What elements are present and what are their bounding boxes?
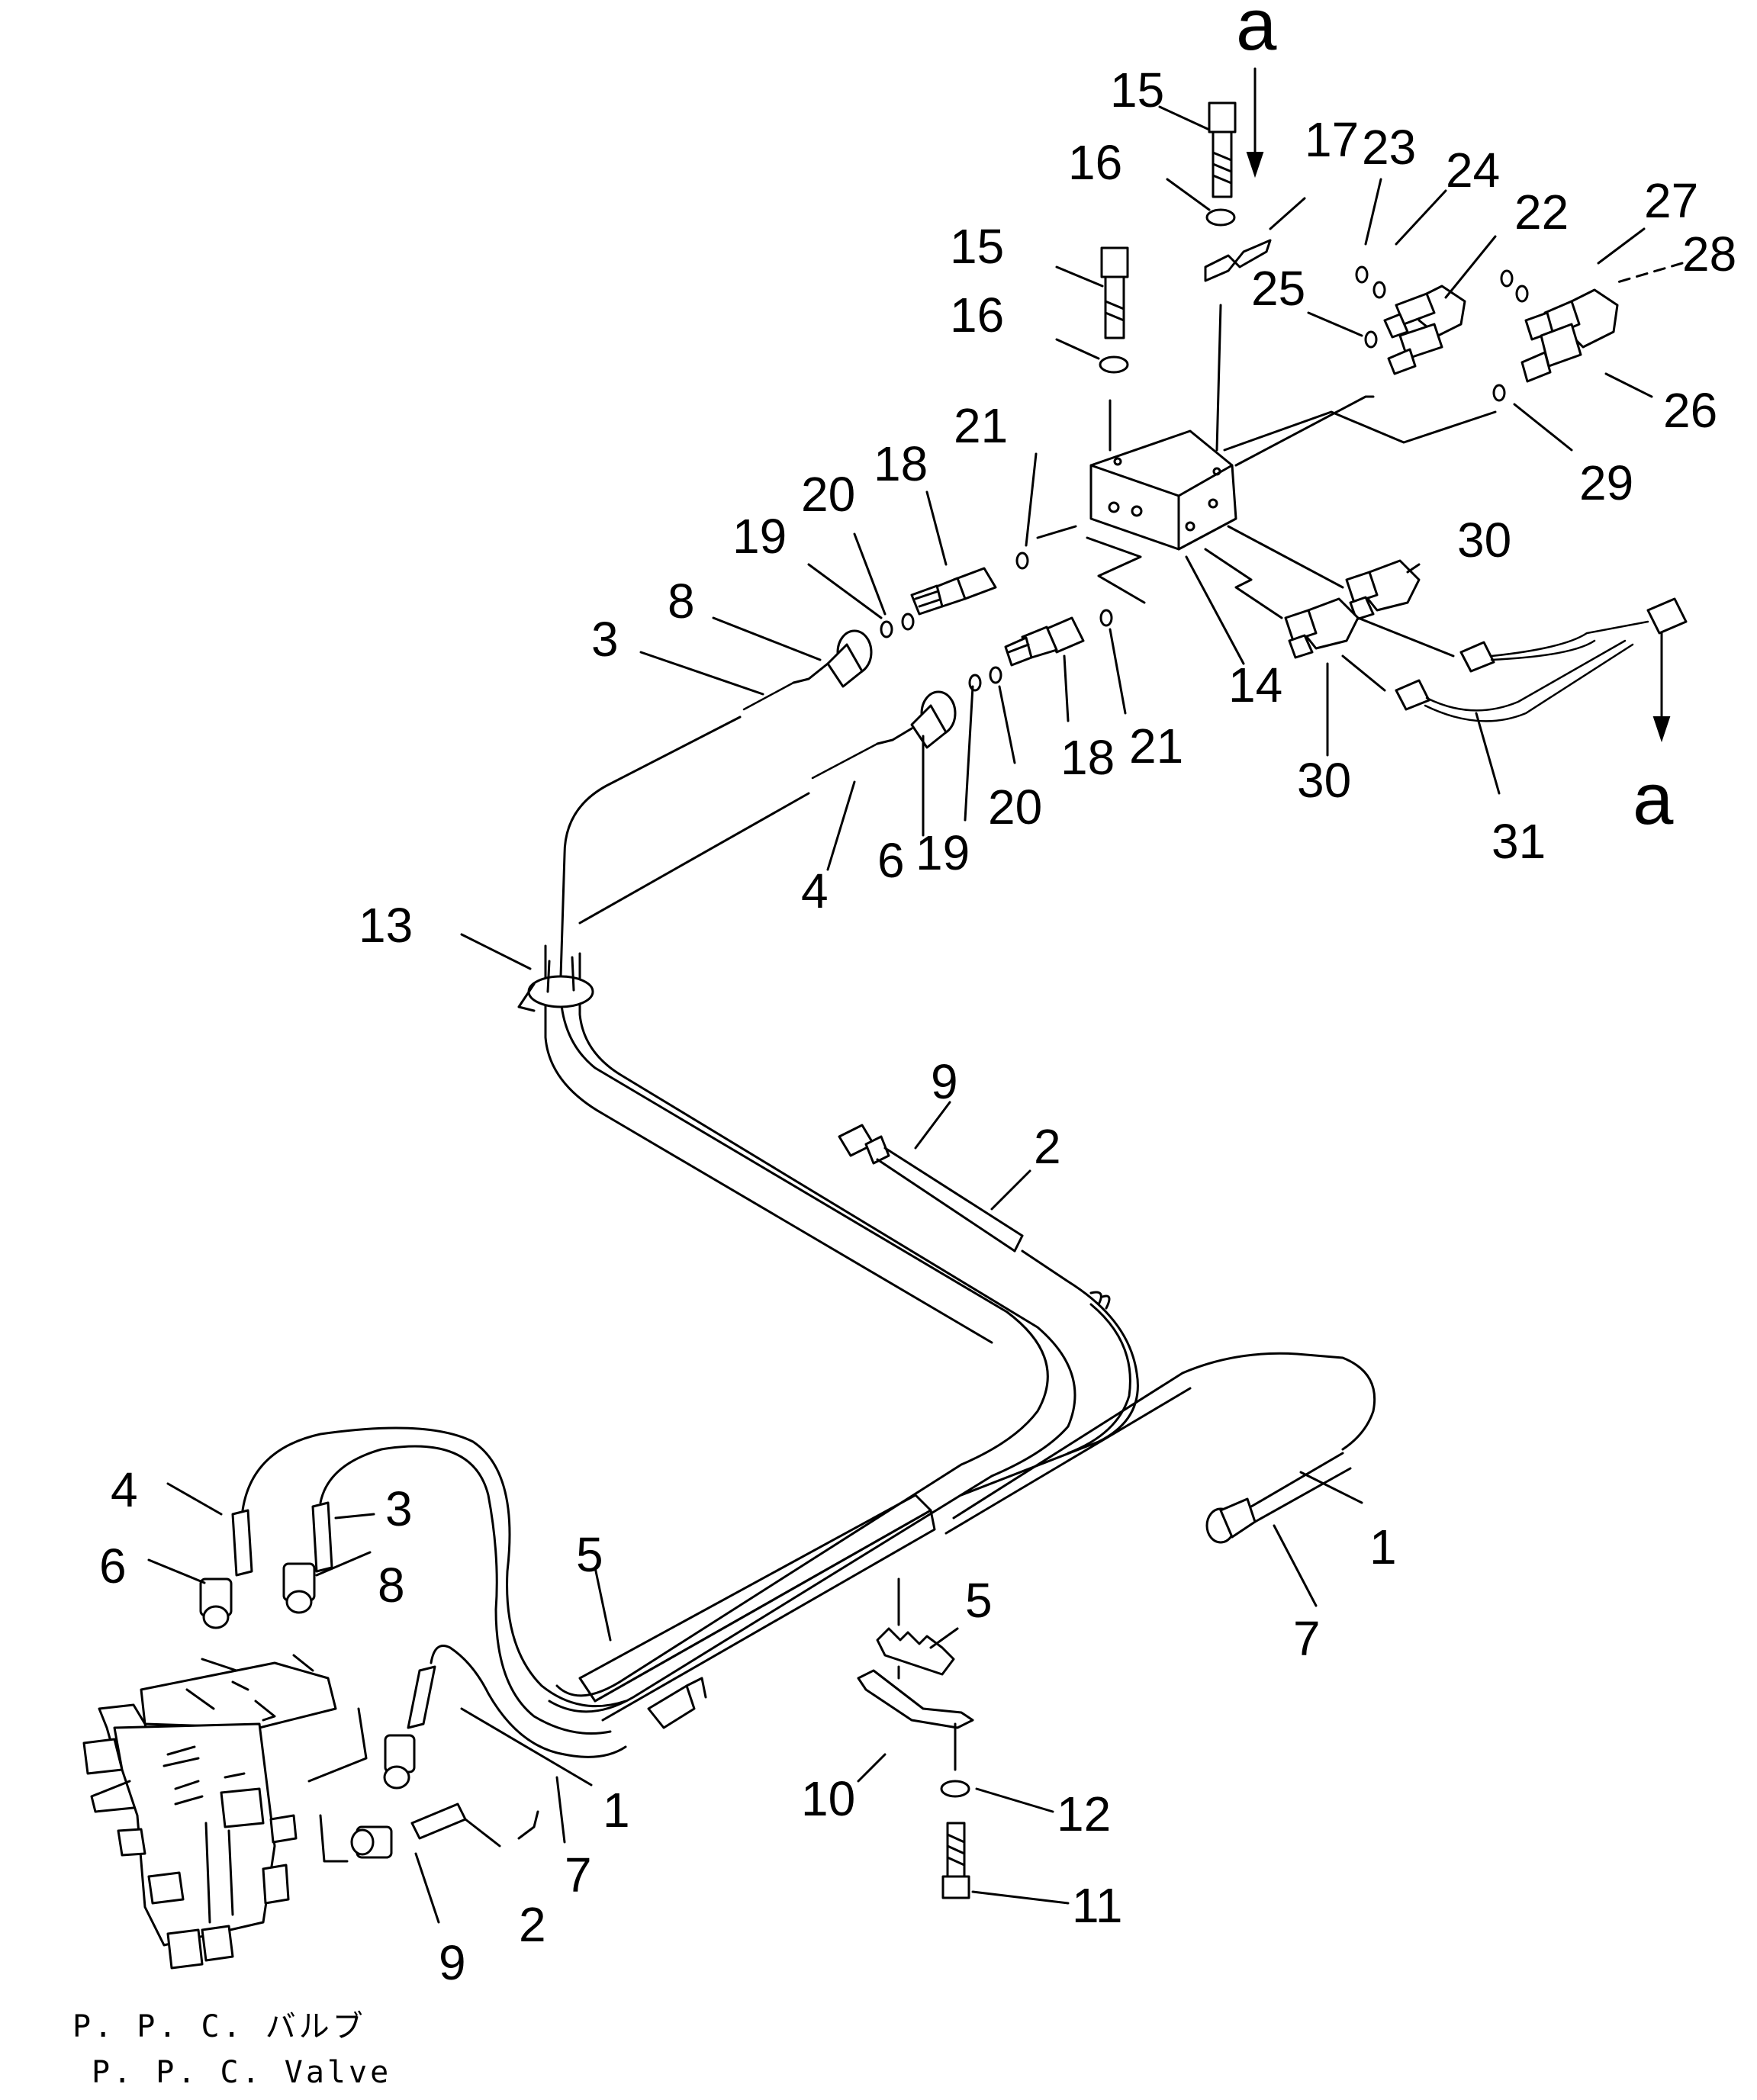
callout-22: 22 xyxy=(1514,185,1569,240)
wire-harness-31 xyxy=(1341,597,1688,722)
hose-4-upper xyxy=(578,792,810,925)
bolt-15-upper xyxy=(1205,101,1237,227)
clamp-rail-b xyxy=(594,1509,936,1722)
switch-30-right xyxy=(1345,559,1421,621)
caption-english: P. P. C. Valve xyxy=(92,2055,391,2090)
washer-16-lower xyxy=(1099,355,1129,374)
hose-2-mid xyxy=(1067,1303,1131,1455)
reference-letter-a-top: a xyxy=(1236,0,1277,66)
hose-2-upper xyxy=(960,1249,1139,1497)
reference-letter-a-right: a xyxy=(1633,758,1674,840)
callout-20: 20 xyxy=(801,467,855,522)
hose-4-long xyxy=(544,944,993,1344)
callout-16: 16 xyxy=(1068,135,1122,190)
clamp-5-right xyxy=(876,1627,955,1676)
callout-15: 15 xyxy=(950,219,1004,274)
callout-5: 5 xyxy=(965,1573,993,1628)
valve-caption: P. P. C. バルブ P. P. C. Valve xyxy=(72,2009,391,2090)
callout-28: 28 xyxy=(1682,227,1736,281)
callout-8: 8 xyxy=(378,1558,405,1613)
hose-1-lower xyxy=(430,1645,627,1758)
callout-5: 5 xyxy=(576,1527,603,1582)
lower-left xyxy=(82,1501,539,1970)
bracket-under-rail xyxy=(647,1677,707,1729)
callout-20: 20 xyxy=(988,780,1042,835)
callout-6: 6 xyxy=(99,1539,127,1593)
fitting-18-upper xyxy=(910,567,997,616)
washer-12 xyxy=(940,1780,970,1798)
callout-2: 2 xyxy=(519,1897,546,1952)
callout-30: 30 xyxy=(1297,753,1351,808)
callout-23: 23 xyxy=(1362,120,1416,175)
callout-15: 15 xyxy=(1110,63,1164,117)
fitting-18-lower xyxy=(1004,616,1085,667)
callout-21: 21 xyxy=(954,398,1008,453)
hose-3-lower xyxy=(319,1445,612,1735)
nut-7-right xyxy=(1205,1452,1352,1544)
callout-3: 3 xyxy=(591,612,619,667)
callout-10: 10 xyxy=(801,1771,855,1826)
callout-31: 31 xyxy=(1492,814,1546,869)
callout-9: 9 xyxy=(931,1054,958,1109)
callout-11: 11 xyxy=(1072,1878,1122,1933)
bolt-11 xyxy=(941,1822,970,1899)
clamp-rail xyxy=(578,1494,932,1703)
callout-19: 19 xyxy=(916,825,970,880)
upper-fittings xyxy=(742,67,1688,780)
switch-30-left xyxy=(1284,597,1360,659)
callout-3: 3 xyxy=(385,1481,413,1536)
hose-1-loop-b xyxy=(944,1387,1192,1535)
nut-8-upper xyxy=(792,629,873,688)
callout-18: 18 xyxy=(1060,730,1115,785)
callout-14: 14 xyxy=(1228,658,1282,712)
bracket-10 xyxy=(857,1669,974,1729)
callout-26: 26 xyxy=(1663,383,1717,438)
callout-18: 18 xyxy=(874,436,928,491)
callout-27: 27 xyxy=(1644,173,1698,228)
ppc-valve xyxy=(82,1661,337,1970)
hose-3-upper xyxy=(555,716,1049,1697)
bracket-17 xyxy=(1204,239,1272,282)
callout-labels: a a 15 16 17 23 24 22 27 28 15 16 25 26 … xyxy=(99,0,1736,1990)
callout-17: 17 xyxy=(1305,112,1359,167)
callout-1: 1 xyxy=(603,1783,630,1838)
elbow-22 xyxy=(1383,285,1466,375)
callout-25: 25 xyxy=(1251,261,1305,316)
callout-1: 1 xyxy=(1369,1520,1397,1574)
callout-8: 8 xyxy=(668,574,695,629)
callout-19: 19 xyxy=(732,509,787,564)
callout-7: 7 xyxy=(1293,1611,1321,1666)
hose-3-upper-b xyxy=(548,952,1076,1713)
nut-6-upper xyxy=(876,690,957,749)
callout-24: 24 xyxy=(1446,143,1500,198)
hose-4-lower xyxy=(241,1426,627,1708)
callout-29: 29 xyxy=(1579,455,1633,510)
callout-9: 9 xyxy=(439,1935,466,1990)
callout-21: 21 xyxy=(1129,719,1183,773)
callout-2: 2 xyxy=(1034,1119,1061,1174)
bolt-15-lower xyxy=(1099,246,1129,374)
hose-1-loop xyxy=(952,1352,1376,1520)
callout-7: 7 xyxy=(565,1848,592,1902)
manifold-block xyxy=(1036,304,1497,619)
callout-12: 12 xyxy=(1057,1786,1111,1841)
middle-fittings xyxy=(838,1124,1352,1899)
hose-clamp-13 xyxy=(517,956,594,1012)
elbow-26 xyxy=(1520,288,1619,383)
callout-4: 4 xyxy=(111,1462,138,1517)
callout-13: 13 xyxy=(359,898,413,953)
callout-4: 4 xyxy=(801,863,829,918)
callout-16: 16 xyxy=(950,288,1004,342)
hose-group xyxy=(241,716,1376,1758)
callout-6: 6 xyxy=(877,833,905,888)
washer-16-upper xyxy=(1205,208,1236,227)
caption-japanese: P. P. C. バルブ xyxy=(72,2009,366,2044)
leader-lines xyxy=(147,105,1684,1924)
callout-30: 30 xyxy=(1457,513,1511,568)
